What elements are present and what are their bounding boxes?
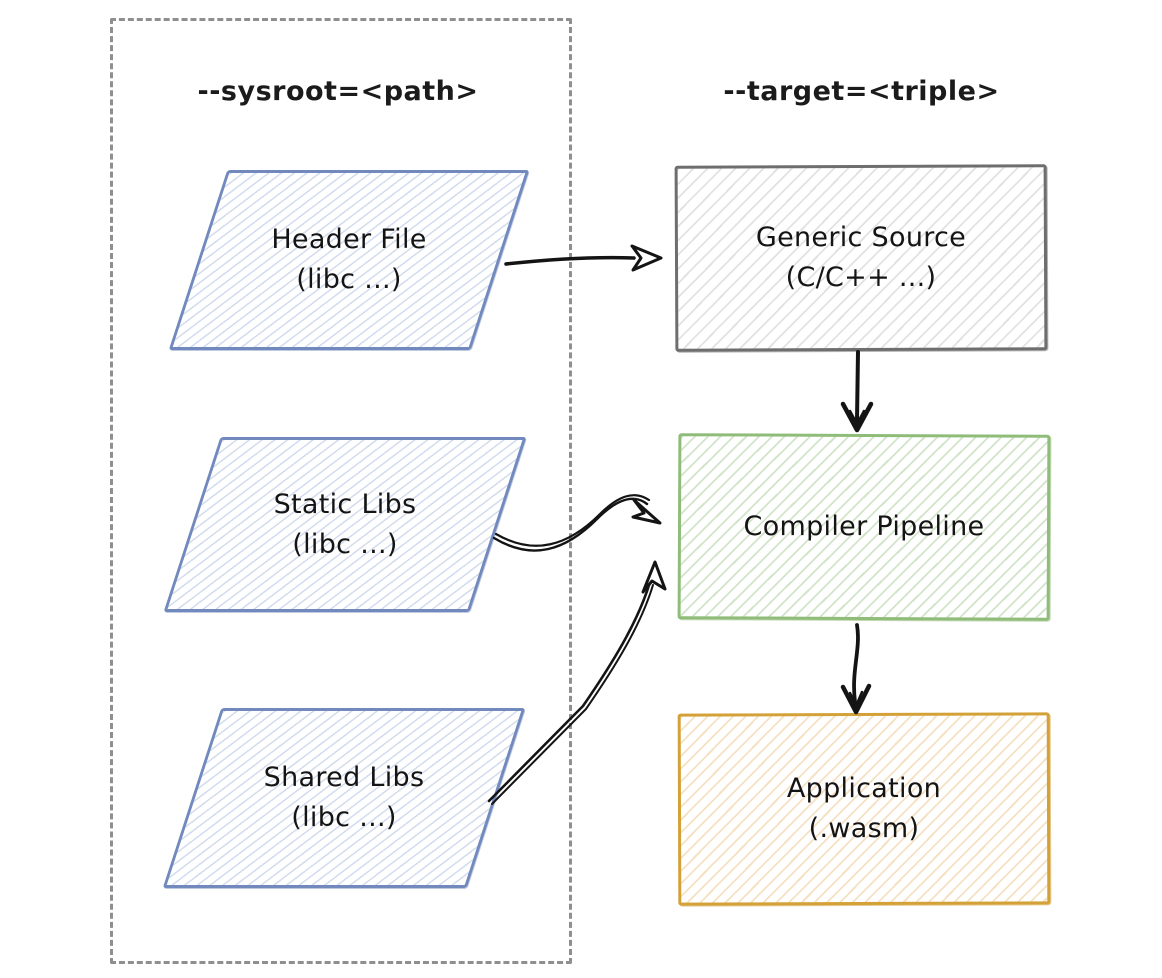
node-compiler-pipeline: Compiler Pipeline — [677, 433, 1051, 621]
node-header-file: Header File (libc ...) — [168, 170, 530, 350]
node-static-libs: Static Libs (libc ...) — [163, 437, 527, 612]
sysroot-group-label: --sysroot=<path> — [197, 76, 479, 107]
shared-libs-label: Shared Libs (libc ...) — [263, 762, 425, 833]
header-file-label: Header File (libc ...) — [271, 224, 427, 295]
node-shared-libs: Shared Libs (libc ...) — [162, 708, 526, 888]
edge-generic-source-to-compiler-pipeline — [840, 350, 874, 433]
generic-source-label: Generic Source (C/C++ ...) — [755, 222, 967, 293]
node-generic-source: Generic Source (C/C++ ...) — [674, 164, 1048, 352]
edge-compiler-pipeline-to-application — [840, 623, 872, 715]
target-group-label: --target=<triple> — [723, 76, 1000, 107]
sysroot-group-container — [110, 18, 572, 964]
application-label: Application (.wasm) — [786, 773, 942, 844]
compiler-pipeline-label: Compiler Pipeline — [743, 511, 985, 542]
node-application: Application (.wasm) — [677, 712, 1051, 906]
static-libs-label: Static Libs (libc ...) — [273, 488, 417, 560]
